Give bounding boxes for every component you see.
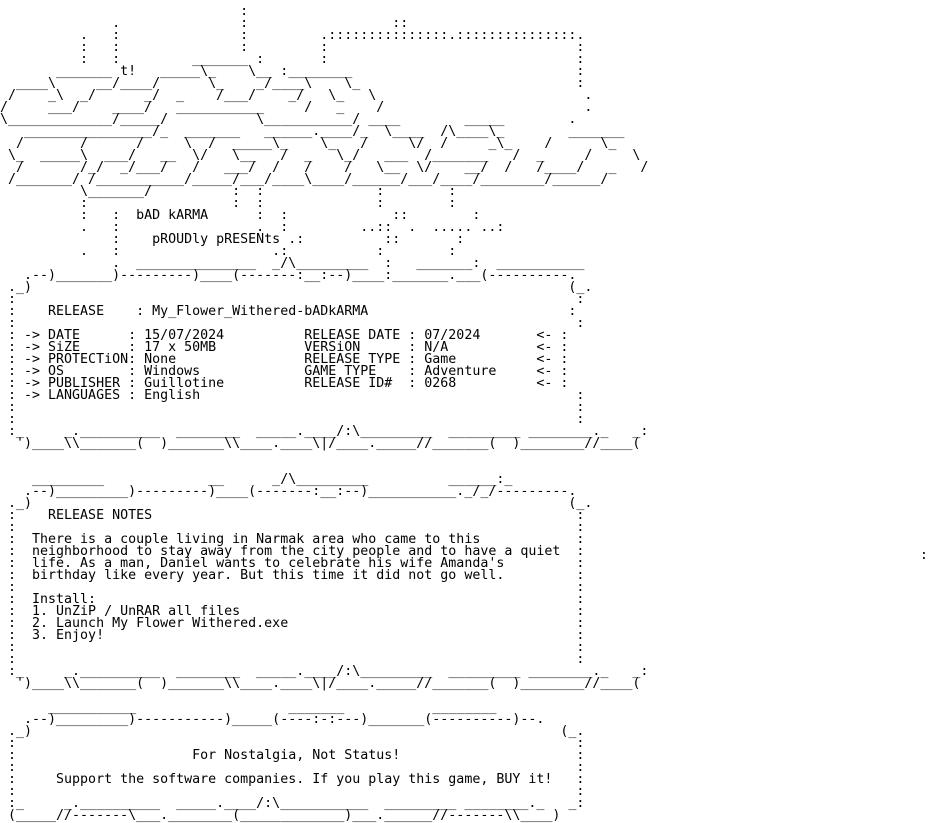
stray-colon: : [920,548,928,563]
nfo-ascii-art: : . : :: . : : .:::::::::::::::.::::::::… [0,4,649,823]
